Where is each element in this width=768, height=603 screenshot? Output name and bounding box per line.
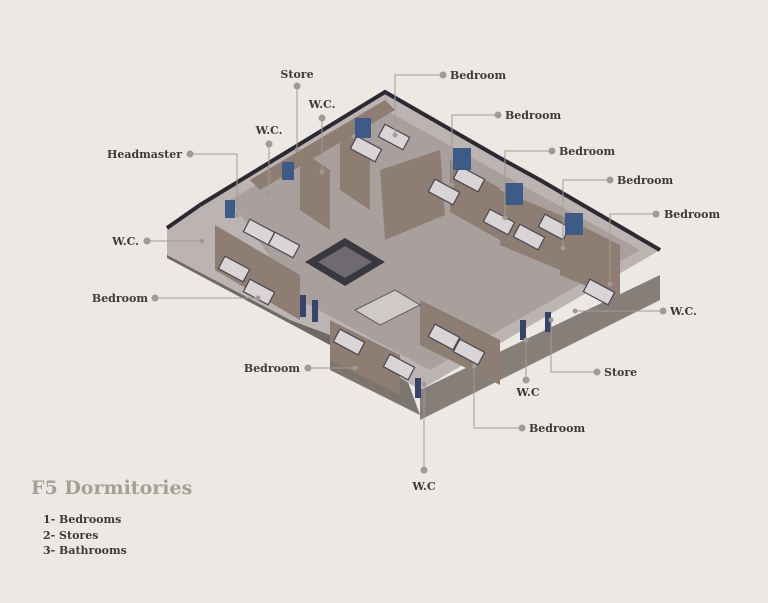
- leader-dot-target: [294, 147, 300, 153]
- callout-label: Bedroom: [450, 69, 506, 82]
- callout-label: Bedroom: [529, 422, 585, 435]
- leader-dot-label: [652, 210, 660, 218]
- leader-dot-target: [607, 281, 613, 287]
- callout-label: W.C: [515, 386, 539, 399]
- callout-label: W.C: [411, 480, 435, 493]
- leader-line: [451, 114, 498, 185]
- leader-dot-label: [659, 307, 667, 315]
- leader-dot-label: [606, 176, 614, 184]
- leader-dot-label: [522, 376, 530, 384]
- leader-dot-target: [319, 169, 325, 175]
- callout-label: Bedroom: [505, 109, 561, 122]
- callout-wc-left: W.C.: [111, 235, 205, 248]
- leader-dot-target: [449, 182, 455, 188]
- outer-wall-left: [165, 203, 202, 230]
- leader-line: [473, 366, 522, 429]
- leader-dot-target: [572, 308, 578, 314]
- leader-line: [504, 150, 552, 218]
- callout-store-right: Store: [548, 317, 637, 379]
- leader-dot-target: [421, 381, 427, 387]
- leader-dot-target: [352, 365, 358, 371]
- beds: [217, 123, 616, 381]
- legend: 1- Bedrooms 2- Stores 3- Bathrooms: [43, 512, 127, 559]
- callout-label: W.C.: [255, 124, 283, 137]
- callout-label: W.C.: [308, 98, 336, 111]
- leader-dot-label: [494, 111, 502, 119]
- callout-store-top: Store: [280, 68, 314, 153]
- callout-label: Store: [280, 68, 313, 81]
- leader-dot-target: [523, 337, 529, 343]
- stair-well: [353, 289, 422, 326]
- leader-line: [550, 320, 597, 373]
- leader-dot-target: [266, 190, 272, 196]
- legend-item-stores: 2- Stores: [43, 528, 99, 542]
- leader-dot-label: [548, 147, 556, 155]
- leader-dot-target: [392, 132, 398, 138]
- callout-label: Headmaster: [107, 148, 182, 161]
- leader-dot-label: [439, 71, 447, 79]
- leader-line: [394, 74, 443, 135]
- leader-line: [609, 213, 656, 284]
- leader-dot-label: [265, 140, 273, 148]
- callout-wc-2: W.C.: [255, 124, 283, 196]
- callout-wc-right: W.C.: [572, 305, 697, 318]
- callout-bedroom-1: Bedroom: [392, 69, 506, 138]
- stair-core-inner: [318, 246, 372, 278]
- callout-bedroom-3: Bedroom: [502, 145, 615, 221]
- leader-dot-label: [186, 150, 194, 158]
- callout-headmaster: Headmaster: [107, 148, 240, 218]
- callout-label: W.C.: [669, 305, 697, 318]
- leader-dot-label: [293, 82, 301, 90]
- callout-bedroom-left: Bedroom: [92, 292, 261, 305]
- outer-wall-back: [198, 89, 662, 252]
- callout-bedroom-4: Bedroom: [560, 174, 673, 251]
- leader-dot-label: [151, 294, 159, 302]
- legend-item-bathrooms: 3- Bathrooms: [43, 544, 127, 557]
- leader-dot-target: [255, 295, 261, 301]
- leader-dot-target: [471, 363, 477, 369]
- windows: [225, 118, 583, 235]
- doors: [300, 295, 551, 398]
- callout-wc-bottom-2: W.C: [411, 381, 436, 493]
- callout-label: Store: [604, 366, 637, 379]
- leader-dot-label: [304, 364, 312, 372]
- leader-dot-label: [420, 466, 428, 474]
- callout-label: Bedroom: [244, 362, 300, 375]
- leader-dot-target: [560, 245, 566, 251]
- leader-line: [190, 153, 238, 215]
- callout-bedroom-bottom-left: Bedroom: [244, 362, 358, 375]
- legend-item-bedrooms: 1- Bedrooms: [43, 513, 122, 526]
- leader-dot-label: [593, 368, 601, 376]
- callout-wc-bottom-1: W.C: [515, 337, 540, 399]
- page-title: F5 Dormitories: [31, 477, 193, 499]
- leader-dot-label: [143, 237, 151, 245]
- leader-dot-label: [518, 424, 526, 432]
- leader-dot-target: [199, 238, 205, 244]
- leader-line: [562, 179, 610, 248]
- callout-label: Bedroom: [559, 145, 615, 158]
- leader-dot-target: [502, 215, 508, 221]
- callout-label: W.C.: [111, 235, 139, 248]
- callout-label: Bedroom: [92, 292, 148, 305]
- callout-label: Bedroom: [664, 208, 720, 221]
- floor-slab-shadow: [230, 110, 640, 370]
- leader-dot-label: [318, 114, 326, 122]
- callout-label: Bedroom: [617, 174, 673, 187]
- callout-wc-1: W.C.: [308, 98, 336, 175]
- callout-bedroom-5: Bedroom: [607, 208, 720, 287]
- callout-bedroom-2: Bedroom: [449, 109, 561, 188]
- leader-dot-target: [234, 212, 240, 218]
- leader-dot-target: [548, 317, 554, 323]
- isometric-building: [165, 89, 662, 420]
- callout-bedroom-bottom-right: Bedroom: [471, 363, 585, 435]
